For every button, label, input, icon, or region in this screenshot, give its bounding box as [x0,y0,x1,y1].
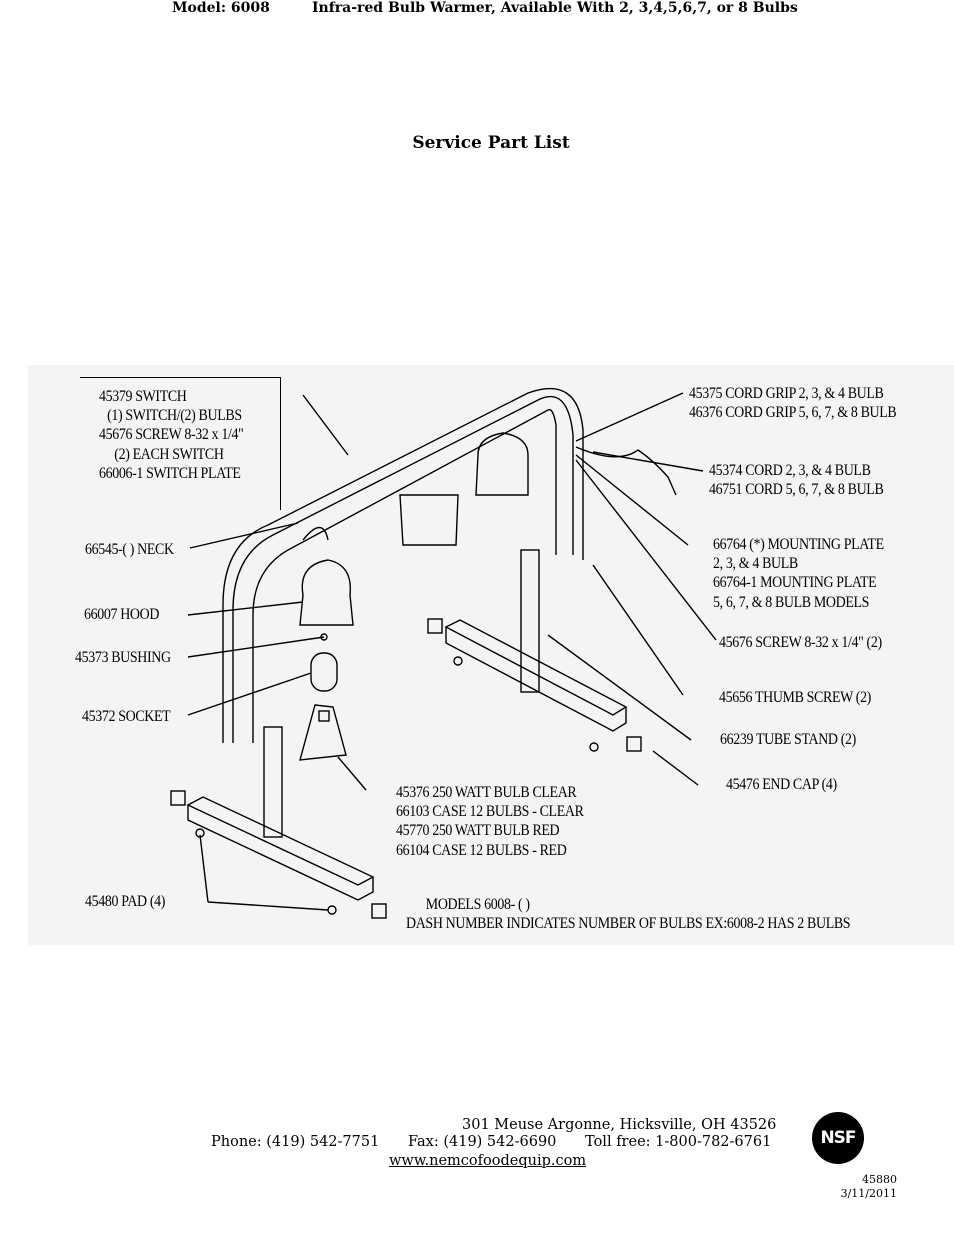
website-link[interactable]: www.nemcofoodequip.com [389,1153,587,1169]
label-mounting-plate: 66764 (*) MOUNTING PLATE 2, 3, & 4 BULB … [713,536,884,611]
document-date: 3/11/2011 [840,1187,897,1200]
document-number: 45880 [862,1173,897,1186]
label-socket: 45372 SOCKET [82,708,171,725]
product-description: Infra-red Bulb Warmer, Available With 2,… [312,0,798,16]
label-tube-stand: 66239 TUBE STAND (2) [720,731,856,748]
page-title: Service Part List [412,133,570,153]
label-hood: 66007 HOOD [84,606,160,623]
label-end-cap: 45476 END CAP (4) [726,776,837,793]
label-cord-grip: 45375 CORD GRIP 2, 3, & 4 BULB 46376 COR… [689,385,897,422]
label-bushing: 45373 BUSHING [75,649,171,666]
label-switch: 45379 SWITCH (1) SWITCH/(2) BULBS 45676 … [99,388,244,482]
label-neck: 66545-( ) NECK [85,541,174,558]
label-bulb: 45376 250 WATT BULB CLEAR 66103 CASE 12 … [396,784,584,859]
label-thumb-screw: 45656 THUMB SCREW (2) [719,689,871,706]
switch-callout-box [80,377,281,510]
phone-number: Phone: (419) 542-7751 [211,1134,380,1150]
tollfree-number: Toll free: 1-800-782-6761 [585,1134,772,1150]
nsf-logo: NSF [812,1112,864,1164]
fax-number: Fax: (419) 542-6690 [407,1134,557,1150]
company-address: 301 Meuse Argonne, Hicksville, OH 43526 [462,1117,777,1133]
label-cord: 45374 CORD 2, 3, & 4 BULB 46751 CORD 5, … [709,462,884,499]
model-number: Model: 6008 [172,0,270,16]
exploded-parts-diagram: 45379 SWITCH (1) SWITCH/(2) BULBS 45676 … [28,365,954,945]
label-pad: 45480 PAD (4) [85,893,166,910]
warmer-drawing [170,388,717,919]
label-screw: 45676 SCREW 8-32 x 1/4" (2) [719,634,882,651]
models-note: MODELS 6008- ( ) DASH NUMBER INDICATES N… [406,896,851,933]
contact-row: Phone: (419) 542-7751 Fax: (419) 542-669… [211,1134,795,1150]
